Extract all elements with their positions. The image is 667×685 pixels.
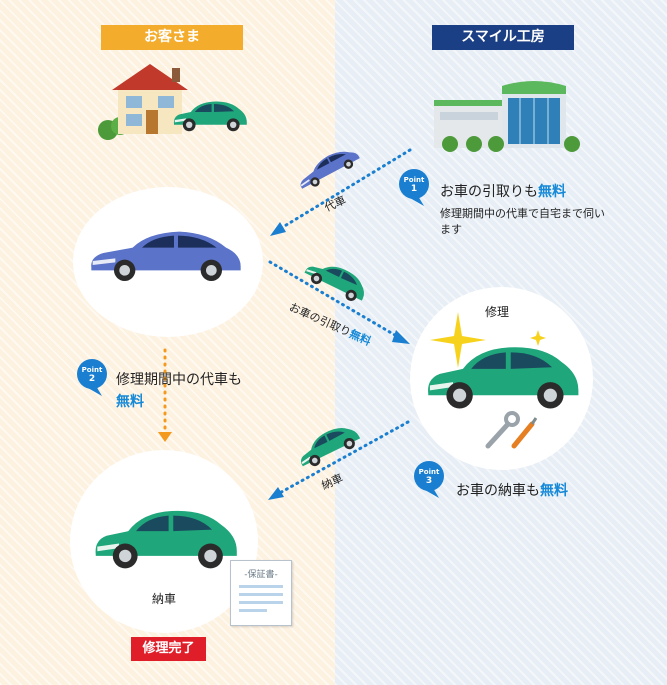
delivery-arrow xyxy=(274,420,410,497)
warranty-document: -保証書- xyxy=(230,560,292,626)
repair-complete-badge: 修理完了 xyxy=(131,637,206,661)
loaner-arrowhead xyxy=(270,222,286,236)
pickup-arrow xyxy=(268,260,402,340)
delivered-label: 納車 xyxy=(152,592,177,606)
point3-title-text: お車の納車も xyxy=(456,483,540,499)
shop-header: スマイル工房 xyxy=(432,25,574,50)
customer-home-illustration xyxy=(98,64,247,140)
point1-title: お車の引取りも無料 xyxy=(440,181,566,201)
shop-building-illustration xyxy=(434,81,580,152)
point1-free: 無料 xyxy=(538,184,566,200)
small-sparkle-icon xyxy=(530,330,546,346)
tools-icon xyxy=(485,411,538,449)
point1-title-text: お車の引取りも xyxy=(440,184,538,200)
point3-title: お車の納車も無料 xyxy=(456,480,568,500)
repair-label: 修理 xyxy=(485,305,510,319)
point2-title: 修理期間中の代車も無料 xyxy=(116,369,246,413)
point2-free: 無料 xyxy=(116,394,144,410)
customer-header: お客さま xyxy=(101,25,243,50)
delivery-arrowhead xyxy=(268,487,284,500)
point2-title-text: 修理期間中の代車も xyxy=(116,372,242,388)
point1-description: 修理期間中の代車で自宅まで伺います xyxy=(440,207,605,236)
pickup-arrowhead xyxy=(392,330,410,344)
point3-free: 無料 xyxy=(540,483,568,499)
warranty-document-title: -保証書- xyxy=(244,570,278,580)
loaner-period-arrowhead xyxy=(158,432,172,442)
loaner-arrow xyxy=(276,148,412,232)
sparkle-icon xyxy=(430,312,486,368)
